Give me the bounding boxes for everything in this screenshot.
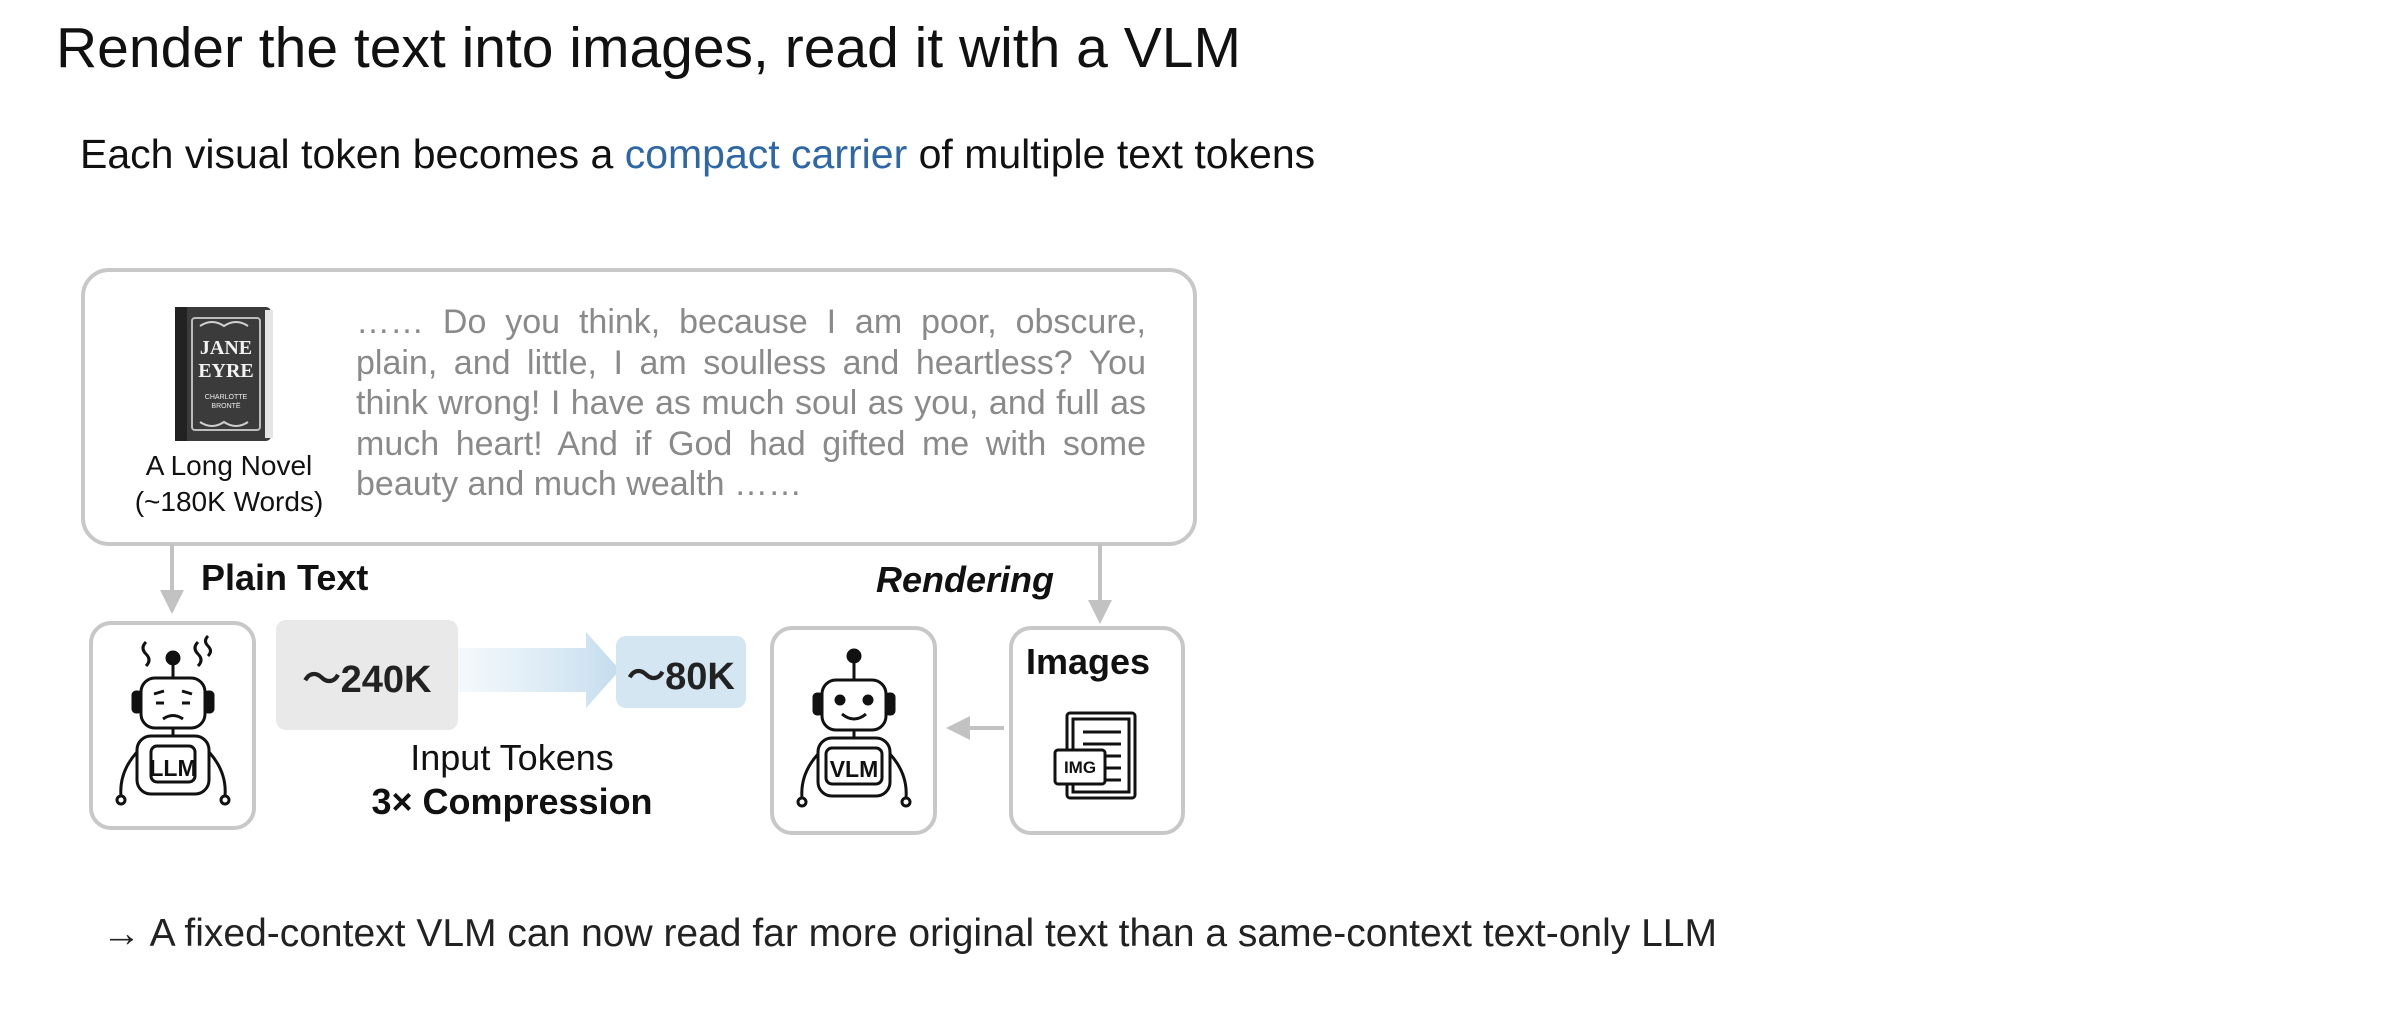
llm-robot-icon [115,634,231,806]
book-title-line2: EYRE [198,360,254,382]
input-tokens-label: Input Tokens [410,737,614,778]
images-label: Images [1025,641,1151,682]
subtitle-text-after: of multiple text tokens [907,131,1316,177]
page-title: Render the text into images, read it wit… [56,16,1241,80]
book-label: A Long Novel (~180K Words) [118,448,340,520]
vision-token-box [616,636,746,708]
image-doc-badge: IMG [1064,758,1096,777]
novel-passage: …… Do you think, because I am poor, obsc… [356,303,1146,503]
vlm-robot-icon [796,648,912,808]
conclusion: → A fixed-context VLM can now read far m… [102,912,1717,955]
book-author-line2: BRONTË [211,402,241,410]
vlm-box [770,626,937,835]
arrow-to-llm [160,544,184,614]
vision-token-count: ～80K [627,655,735,698]
image-document-icon [1053,711,1137,800]
llm-box [89,621,256,830]
subtitle-highlight: compact carrier [624,131,908,177]
subtitle: Each visual token becomes a compact carr… [80,128,1315,180]
text-token-count: ～240K [302,658,432,701]
rendering-label: Rendering [876,559,1055,600]
book-title-line1: JANE [200,337,252,359]
plain-text-label: Plain Text [201,557,369,598]
llm-badge: LLM [149,755,196,781]
arrow-to-images [1088,544,1112,624]
book-label-line1: A Long Novel [145,450,313,481]
source-text-frame [81,268,1197,546]
arrow-images-to-vlm [946,716,1004,740]
compression-arrow [458,632,620,708]
book-label-line2: (~180K Words) [134,486,324,517]
images-box [1009,626,1185,835]
subtitle-text-before: Each visual token becomes a [80,131,625,177]
compression-label: 3× Compression [371,781,653,822]
text-token-box [276,620,458,730]
book-author-line1: CHARLOTTE [205,394,248,401]
vlm-badge: VLM [830,756,879,782]
book-icon: JANE EYRE CHARLOTTE BRONTË [175,307,273,441]
